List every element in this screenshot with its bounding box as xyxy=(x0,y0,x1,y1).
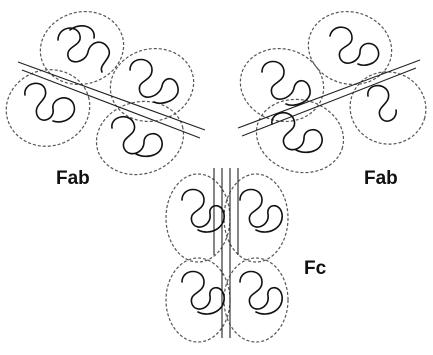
fc-fold-3 xyxy=(182,272,224,315)
fc-stem xyxy=(166,168,288,342)
fab-left-label: Fab xyxy=(56,168,90,189)
fab-left-fold-3 xyxy=(25,83,75,122)
fab-right-domain-2 xyxy=(232,39,332,130)
fab-left-domain-3 xyxy=(0,60,98,155)
fc-fold-2 xyxy=(240,190,282,233)
fc-label: Fc xyxy=(304,258,327,279)
fab-left-arm xyxy=(0,2,205,184)
fab-right-fold-3 xyxy=(368,86,396,122)
fab-left-domain-4 xyxy=(88,92,192,184)
fab-right-linker-1 xyxy=(238,60,420,128)
fab-right-arm xyxy=(232,2,433,182)
fab-right-domain-3 xyxy=(342,63,433,152)
fab-right-fold-1 xyxy=(330,27,379,65)
fc-domain-4 xyxy=(224,258,288,342)
fab-right-linker-2 xyxy=(242,68,416,136)
fab-right-fold-2 xyxy=(262,62,310,106)
fab-left-fold-2 xyxy=(130,60,178,104)
fc-domain-3 xyxy=(166,258,230,342)
fc-domain-1 xyxy=(166,174,230,262)
fab-right-fold-4 xyxy=(272,113,322,153)
fc-domain-2 xyxy=(224,174,288,262)
fab-left-fold-4 xyxy=(112,117,162,157)
fab-left-fold-1 xyxy=(58,26,109,72)
fab-right-label: Fab xyxy=(364,168,398,189)
fab-left-domain-2 xyxy=(102,39,202,130)
fc-fold-1 xyxy=(182,190,224,233)
fc-fold-4 xyxy=(240,272,282,315)
